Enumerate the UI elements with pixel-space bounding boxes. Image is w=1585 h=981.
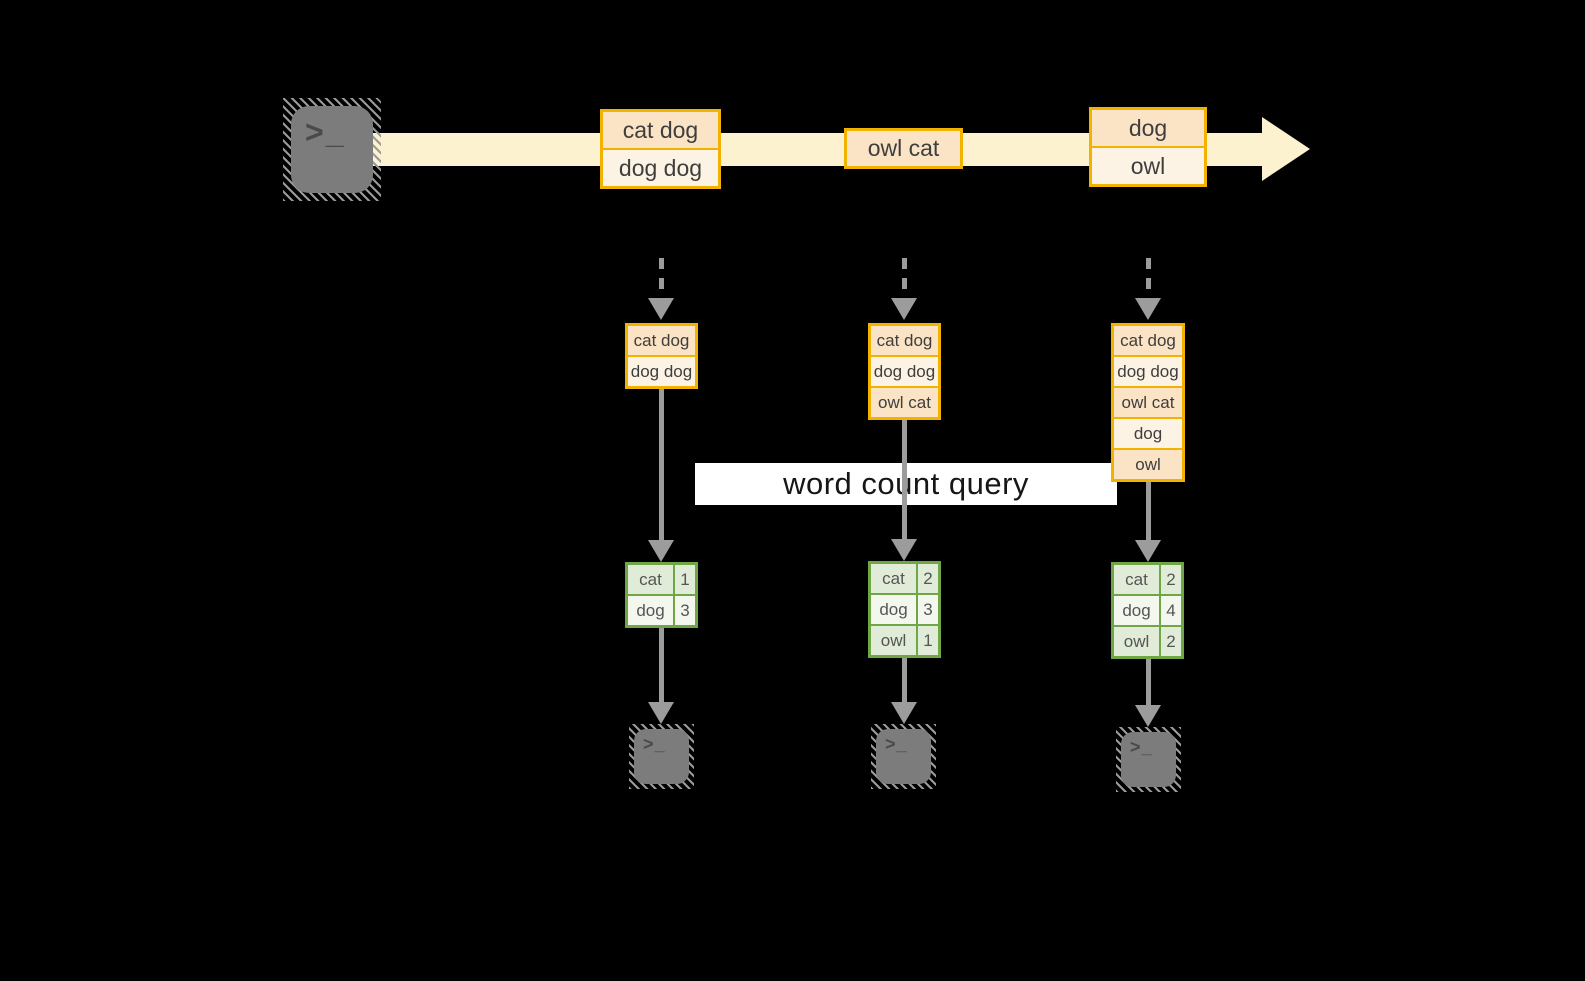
stream-record: owl [1092,146,1204,184]
table-row: dog 3 [628,594,695,625]
record-buffer-1: cat dog dog dog [625,323,698,389]
stream-record-group-3: dog owl [1089,107,1207,187]
buffered-record: dog [1114,417,1182,448]
word-cell: cat [1114,565,1161,594]
buffered-record: dog dog [871,355,938,386]
count-cell: 2 [918,564,938,593]
buffered-record: dog dog [628,355,695,386]
producer-terminal-icon: >_ [283,98,381,201]
table-row: cat 1 [628,565,695,594]
buffered-record: cat dog [871,326,938,355]
query-arrow [891,420,917,561]
table-row: cat 2 [871,564,938,593]
ingest-arrow [1135,258,1161,320]
terminal-prompt-icon: >_ [1130,737,1153,757]
word-cell: owl [871,626,918,655]
table-row: dog 3 [871,593,938,624]
buffered-record: owl [1114,448,1182,479]
buffered-record: cat dog [1114,326,1182,355]
stream-record: cat dog [603,112,718,148]
record-buffer-2: cat dog dog dog owl cat [868,323,941,420]
count-cell: 4 [1161,596,1181,625]
buffered-record: cat dog [628,326,695,355]
output-arrow [1135,659,1161,727]
query-arrow [648,389,674,562]
terminal-screen: >_ [1121,732,1176,787]
count-cell: 3 [675,596,695,625]
word-count-table-1: cat 1 dog 3 [625,562,698,628]
query-arrow [1135,482,1161,562]
buffered-record: owl cat [1114,386,1182,417]
buffered-record: owl cat [871,386,938,417]
stream-record-group-1: cat dog dog dog [600,109,721,189]
output-arrow [648,628,674,724]
count-cell: 3 [918,595,938,624]
event-stream-arrow-head [1262,117,1310,181]
terminal-prompt-icon: >_ [305,114,346,150]
word-cell: owl [1114,627,1161,656]
count-cell: 1 [675,565,695,594]
terminal-screen: >_ [291,106,373,193]
stream-record: owl cat [847,131,960,166]
count-cell: 1 [918,626,938,655]
stream-record-group-2: owl cat [844,128,963,169]
ingest-arrow [648,258,674,320]
ingest-arrow [891,258,917,320]
word-count-table-2: cat 2 dog 3 owl 1 [868,561,941,658]
stream-record: dog dog [603,148,718,186]
word-cell: cat [871,564,918,593]
terminal-prompt-icon: >_ [885,734,908,754]
word-count-table-3: cat 2 dog 4 owl 2 [1111,562,1184,659]
word-cell: cat [628,565,675,594]
output-arrow [891,658,917,724]
terminal-prompt-icon: >_ [643,734,666,754]
consumer-terminal-icon-3: >_ [1116,727,1181,792]
count-cell: 2 [1161,627,1181,656]
record-buffer-3: cat dog dog dog owl cat dog owl [1111,323,1185,482]
table-row: owl 1 [871,624,938,655]
consumer-terminal-icon-2: >_ [871,724,936,789]
stream-record: dog [1092,110,1204,146]
word-cell: dog [871,595,918,624]
word-cell: dog [1114,596,1161,625]
count-cell: 2 [1161,565,1181,594]
table-row: dog 4 [1114,594,1181,625]
buffered-record: dog dog [1114,355,1182,386]
word-cell: dog [628,596,675,625]
terminal-screen: >_ [876,729,931,784]
table-row: owl 2 [1114,625,1181,656]
terminal-screen: >_ [634,729,689,784]
table-row: cat 2 [1114,565,1181,594]
consumer-terminal-icon-1: >_ [629,724,694,789]
